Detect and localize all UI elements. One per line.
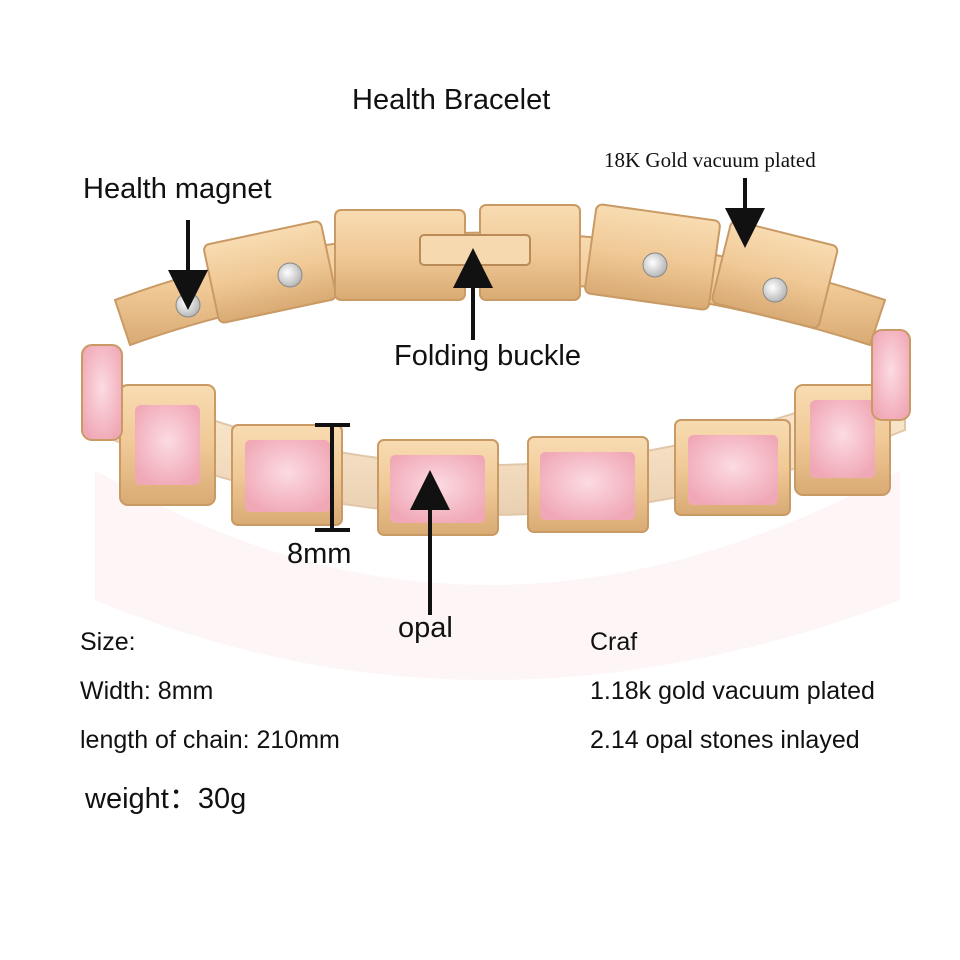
spec-heading: Size: [80, 628, 136, 656]
callout-width-dimension: 8mm [287, 538, 352, 570]
spec-weight: weight：30g [85, 783, 247, 815]
magnet [762, 277, 788, 303]
callout-magnet: Health magnet [83, 173, 272, 205]
craft-item: 2.14 opal stones inlayed [590, 726, 860, 754]
back-links [113, 203, 887, 347]
craft-item: 1.18k gold vacuum plated [590, 677, 875, 705]
callout-gold-plating: 18K Gold vacuum plated [604, 148, 816, 172]
magnet [277, 262, 303, 288]
spec-length: length of chain: 210mm [80, 726, 340, 754]
magnet [642, 252, 668, 278]
annotation-arrows [168, 178, 765, 615]
reflection [95, 470, 900, 680]
spec-width: Width: 8mm [80, 677, 214, 705]
callout-buckle: Folding buckle [394, 340, 581, 372]
page-title: Health Bracelet [352, 84, 551, 116]
craft-heading: Craf [590, 628, 638, 656]
callout-opal: opal [398, 612, 453, 644]
magnet [175, 292, 201, 318]
